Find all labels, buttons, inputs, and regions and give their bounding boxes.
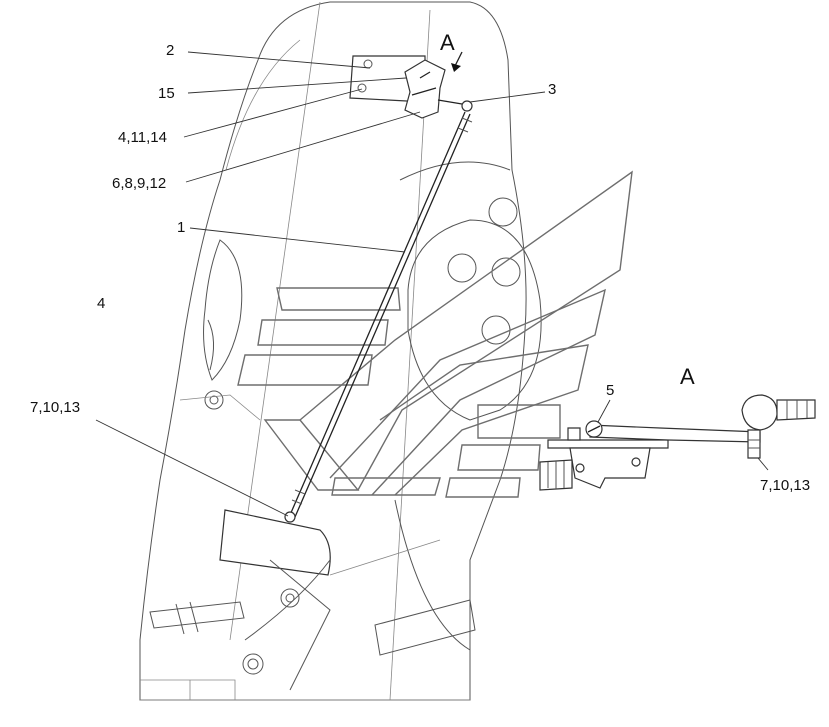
disc [407,219,542,421]
callout-3: 3 [548,81,557,98]
callout-2: 2 [166,42,175,59]
rod-threads [457,117,473,133]
slope-edge [329,539,441,576]
detail-screw [631,457,641,467]
body-inner-edge [389,9,431,701]
callout-4: 4 [97,295,106,312]
detail-nut [567,427,581,441]
rod-end-bottom [284,511,296,523]
detail-housing [569,447,651,489]
left-bracket-inner [207,319,214,371]
disc-arc [394,499,471,651]
callout-6-8-9-12: 6,8,9,12 [112,175,167,192]
detail-bolt-slot [587,425,601,433]
detail-view-a [539,394,816,491]
sensor-bracket-detail [411,71,437,96]
detail-stud-threads [748,439,760,449]
left-bracket [203,239,243,381]
leader-lines [95,51,769,517]
rod-end-top [461,100,473,112]
detail-connector-ribs [547,461,565,489]
plate-bolt [357,83,367,93]
base-plate [140,679,236,700]
disc-arc [399,161,511,181]
detail-plate [547,439,669,449]
lower-pin [280,588,300,608]
detail-socket [776,399,816,421]
watermark-logo [237,170,633,498]
body-outline [139,1,527,701]
detail-view-label: A [680,364,695,389]
lower-lever [269,559,331,691]
callout-15: 15 [158,85,175,102]
callout-7-10-13-left: 7,10,13 [30,399,81,416]
lower-pin [242,653,264,675]
callout-4-11-14: 4,11,14 [118,129,167,146]
connecting-rod [289,111,466,516]
view-arrow-head [451,63,461,72]
detail-screw [575,463,585,473]
pivot-pin [204,390,224,410]
hydraulic-cylinder [175,601,199,635]
detail-stud [747,429,761,459]
view-arrow-label: A [440,30,455,55]
disc-hole [491,257,521,287]
callout-7-10-13-right: 7,10,13 [760,477,811,494]
hydraulic-cylinder [149,601,245,629]
callout-1: 1 [177,219,186,236]
lower-block [219,509,331,576]
callout-5: 5 [606,382,615,399]
detail-socket-ribs [786,400,808,419]
bracket-edge [179,394,261,421]
connecting-rod [294,113,471,518]
lower-cylinder [374,599,476,656]
view-arrow [454,51,463,67]
sensor-bracket [404,59,446,119]
disc-hole [447,253,477,283]
rod-threads [291,489,306,505]
body-inner-edge [225,39,301,171]
pivot-pin [209,395,219,405]
rod-end-link [437,99,463,105]
lower-pin [247,658,259,670]
lower-pin [285,593,295,603]
detail-ball [741,394,778,431]
disc-hole [488,197,518,227]
